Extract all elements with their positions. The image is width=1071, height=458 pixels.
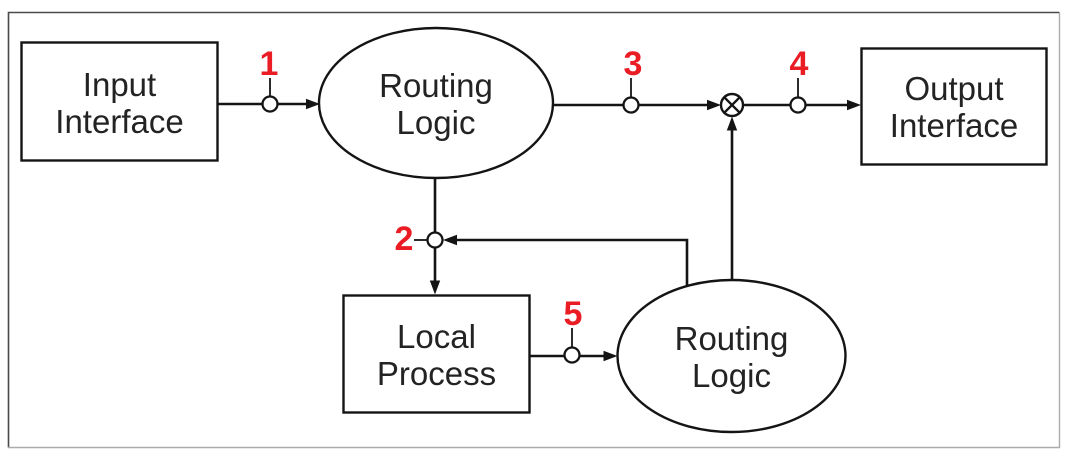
point-1-node bbox=[261, 95, 279, 113]
point-4-label: 4 bbox=[790, 45, 809, 83]
arrowhead-into-routing-top bbox=[306, 98, 320, 110]
input-interface-label-line1: Input bbox=[83, 66, 156, 103]
point-3-node bbox=[622, 96, 640, 114]
routing-logic-bottom-label-line2: Logic bbox=[692, 357, 771, 394]
routing-logic-bottom-label-line1: Routing bbox=[675, 320, 789, 357]
junction-x-stroke-2 bbox=[723, 96, 741, 114]
point-4-node bbox=[789, 96, 807, 114]
output-interface-label-line2: Interface bbox=[890, 107, 1018, 144]
frame-border-bottom-right bbox=[8, 13, 1061, 449]
edge-routing-bottom-feedback bbox=[455, 238, 689, 286]
diagram-frame bbox=[7, 11, 1061, 449]
diagram-arrowheads bbox=[306, 98, 861, 362]
output-interface-label-line1: Output bbox=[904, 70, 1003, 107]
frame-border-top-left bbox=[7, 11, 1060, 448]
arrowhead-into-routing-bottom bbox=[603, 350, 618, 362]
point-3-label: 3 bbox=[624, 45, 643, 83]
routing-logic-top-label-line2: Logic bbox=[397, 104, 476, 141]
point-5-node bbox=[563, 346, 581, 364]
arrowhead-into-output bbox=[847, 99, 861, 111]
node-local-process bbox=[342, 294, 531, 414]
measurement-points bbox=[261, 78, 807, 364]
multiplier-junction-icon bbox=[719, 92, 745, 118]
point-1-label: 1 bbox=[260, 45, 279, 83]
point-labels: 1 2 3 4 5 bbox=[260, 45, 809, 333]
point-2-node bbox=[426, 231, 444, 249]
arrowhead-into-point-2 bbox=[443, 234, 457, 246]
arrowhead-into-junction-left bbox=[707, 99, 721, 111]
point-5-label: 5 bbox=[564, 295, 583, 333]
input-interface-label-line2: Interface bbox=[55, 103, 183, 140]
local-process-label-line1: Local bbox=[397, 318, 476, 355]
local-process-label-line2: Process bbox=[377, 355, 496, 392]
node-input-interface bbox=[20, 41, 219, 162]
arrowhead-into-junction-bottom bbox=[726, 116, 738, 131]
node-output-interface bbox=[860, 47, 1048, 166]
routing-logic-top-label-line1: Routing bbox=[379, 67, 493, 104]
point-2-label: 2 bbox=[395, 220, 414, 258]
node-labels: Input Interface Routing Logic Output Int… bbox=[55, 66, 1018, 394]
arrowhead-into-local bbox=[429, 280, 441, 295]
